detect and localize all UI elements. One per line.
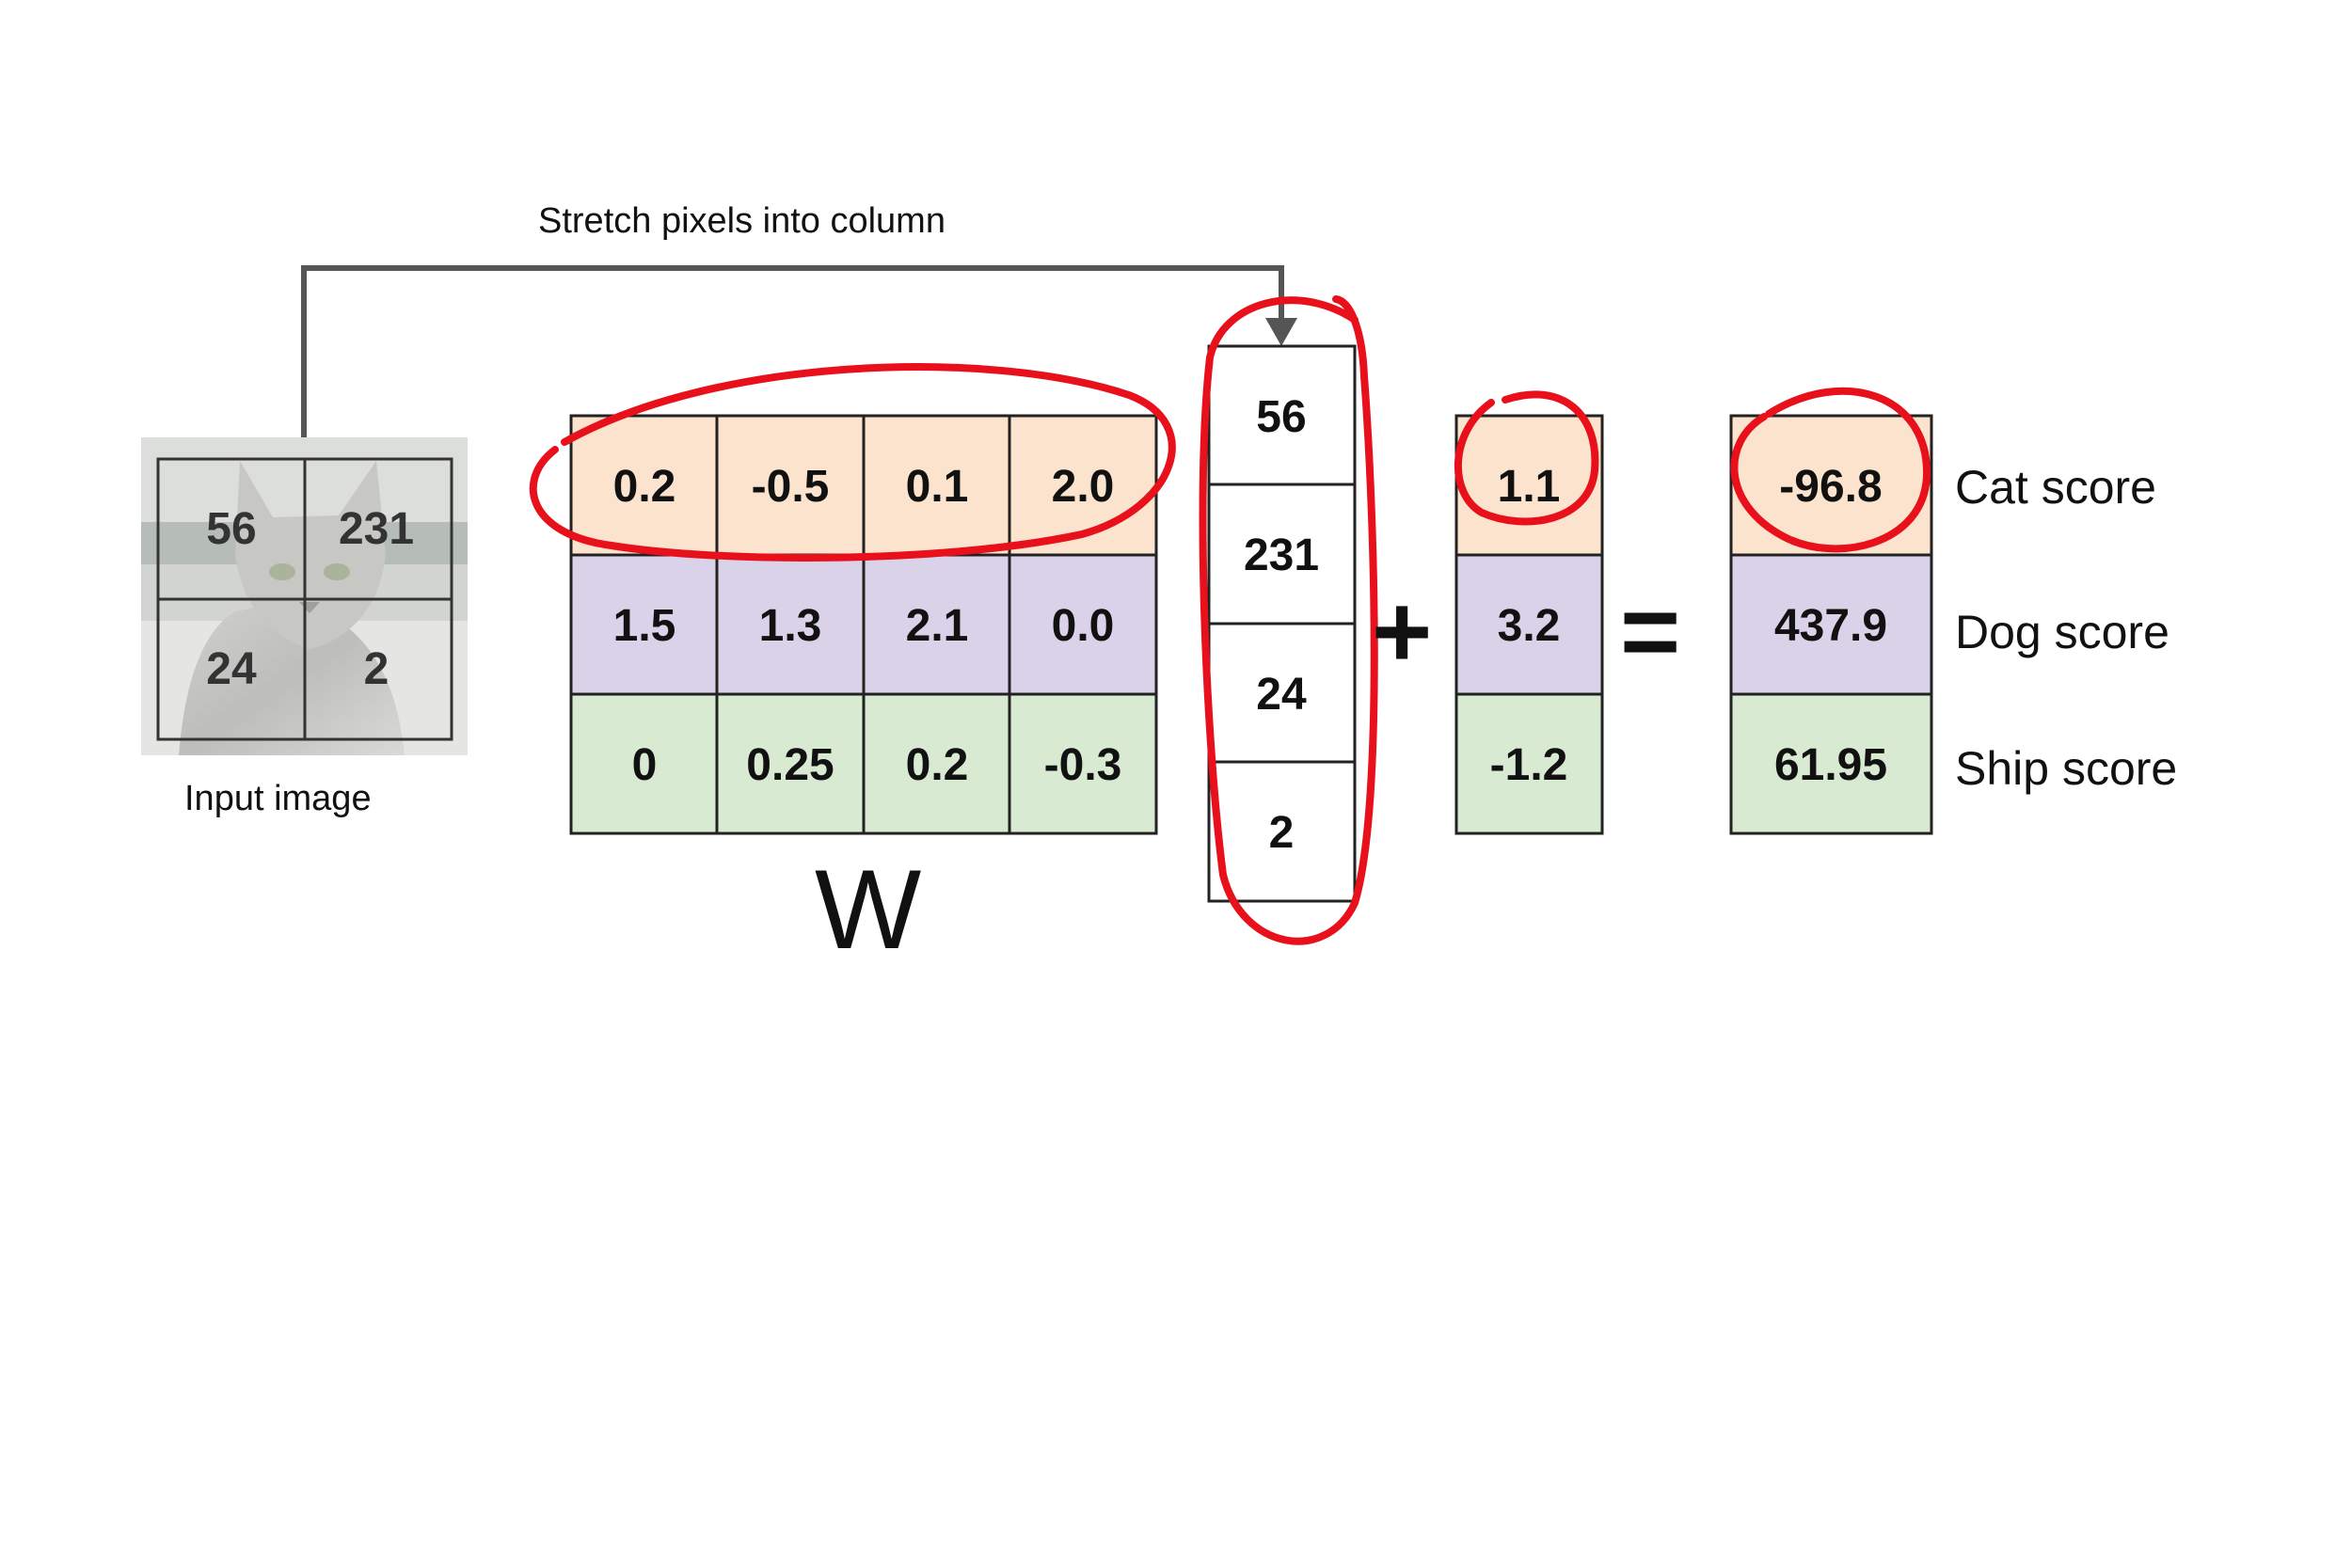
column-cell: 231 bbox=[1244, 531, 1319, 580]
pixel-value: 231 bbox=[339, 504, 414, 554]
plus-operator: + bbox=[1372, 574, 1433, 689]
bias-cell: -1.2 bbox=[1490, 740, 1568, 790]
column-highlight bbox=[1199, 295, 1378, 945]
bias-vector: 1.1 3.2 -1.2 bbox=[1454, 414, 1604, 835]
w-label: W bbox=[815, 847, 922, 973]
pixel-column: 56 231 24 2 bbox=[1207, 344, 1357, 903]
weight-cell: 2.0 bbox=[1052, 462, 1115, 512]
red-annotations bbox=[529, 295, 1931, 945]
cat-score-label: Cat score bbox=[1955, 461, 2156, 514]
score-vector: -96.8 437.9 61.95 bbox=[1729, 414, 1933, 835]
score-cell: 437.9 bbox=[1774, 601, 1887, 651]
weight-cell: 0.25 bbox=[746, 740, 834, 790]
score-cell: -96.8 bbox=[1779, 462, 1882, 512]
dog-score-label: Dog score bbox=[1955, 606, 2169, 658]
bias-highlight bbox=[1454, 390, 1599, 526]
weight-cell: 0.2 bbox=[613, 462, 676, 512]
cat-head-icon bbox=[235, 461, 386, 649]
weight-cell: 1.5 bbox=[613, 601, 676, 651]
input-image: 56 231 24 2 bbox=[141, 437, 468, 755]
weight-cell: -0.5 bbox=[752, 462, 830, 512]
bias-cell: 3.2 bbox=[1498, 601, 1561, 651]
weight-row-highlight bbox=[529, 363, 1176, 562]
equals-operator: = bbox=[1620, 574, 1681, 689]
weight-cell: 0.0 bbox=[1052, 601, 1115, 651]
column-cell: 56 bbox=[1256, 392, 1306, 442]
stretch-arrowhead bbox=[1265, 318, 1297, 346]
weight-cell: 2.1 bbox=[906, 601, 969, 651]
bias-cell: 1.1 bbox=[1498, 462, 1561, 512]
ship-score-label: Ship score bbox=[1955, 742, 2178, 795]
pixel-value: 2 bbox=[364, 644, 389, 694]
weight-cell: 0.2 bbox=[906, 740, 969, 790]
column-cell: 2 bbox=[1269, 808, 1295, 858]
stretch-connector bbox=[301, 265, 1284, 437]
weight-cell: 0.1 bbox=[906, 462, 969, 512]
weight-matrix: 0.2 -0.5 0.1 2.0 1.5 1.3 2.1 0.0 0 0.25 … bbox=[569, 414, 1158, 835]
pixel-value: 56 bbox=[206, 504, 256, 554]
input-image-label: Input image bbox=[184, 779, 372, 818]
weight-cell: 1.3 bbox=[759, 601, 822, 651]
weight-cell: 0 bbox=[632, 740, 658, 790]
score-highlight bbox=[1730, 387, 1931, 553]
score-cell: 61.95 bbox=[1774, 740, 1887, 790]
stretch-caption: Stretch pixels into column bbox=[538, 201, 946, 241]
pixel-value: 24 bbox=[206, 644, 257, 694]
weight-cell: -0.3 bbox=[1044, 740, 1122, 790]
column-cell: 24 bbox=[1256, 670, 1307, 720]
